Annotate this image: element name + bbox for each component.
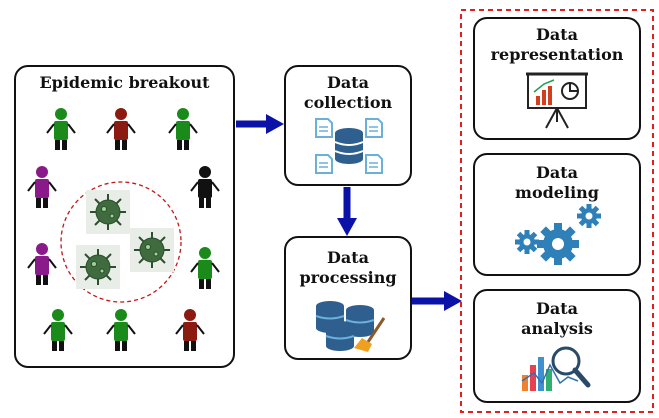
data-processing-line1: Data xyxy=(327,248,369,267)
analysis-magnifier-icon xyxy=(521,346,591,391)
data-collection-line2: collection xyxy=(303,93,393,112)
database-exchange-icon xyxy=(315,118,383,174)
data-modeling-line1: Data xyxy=(536,163,578,182)
data-representation-line2: representation xyxy=(490,45,624,64)
data-analysis-line2: analysis xyxy=(521,319,593,338)
database-cleaning-icon xyxy=(315,301,386,352)
data-analysis-box: Data analysis xyxy=(473,289,641,403)
data-representation-line1: Data xyxy=(536,25,578,44)
epidemic-breakout-title: Epidemic breakout xyxy=(39,73,210,92)
data-collection-line1: Data xyxy=(327,73,369,92)
presentation-board-icon xyxy=(526,72,588,129)
data-analysis-line1: Data xyxy=(536,299,578,318)
data-modeling-line2: modeling xyxy=(515,183,599,202)
gears-icon xyxy=(515,204,601,265)
data-modeling-box: Data modeling xyxy=(473,153,641,276)
data-processing-line2: processing xyxy=(299,268,397,287)
infection-zone-circle xyxy=(60,181,182,303)
data-collection-box: Data collection xyxy=(284,65,412,186)
